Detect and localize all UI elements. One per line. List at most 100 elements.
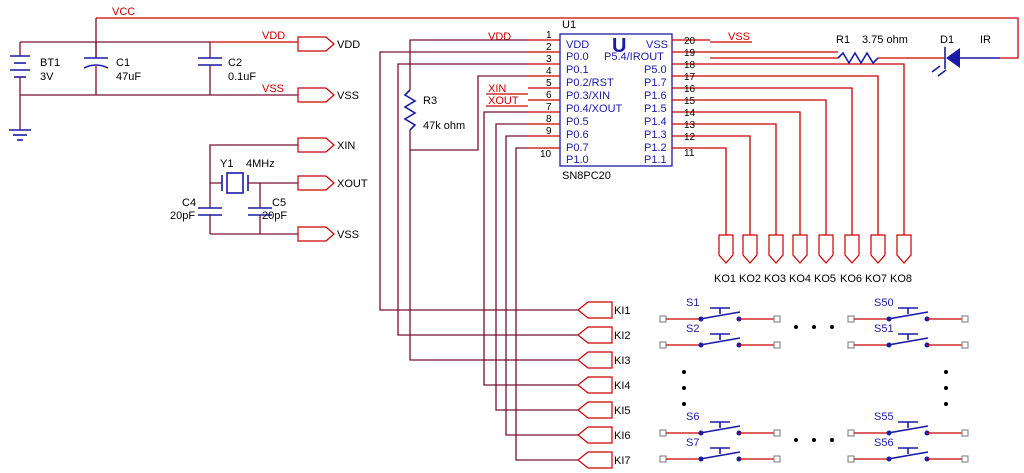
c4-ref: C4 [182, 197, 196, 209]
ir-led-d1 [931, 47, 1000, 77]
s55-label: S55 [874, 411, 894, 423]
pin-1-num: 1 [546, 30, 552, 41]
port-vss [297, 87, 335, 103]
bt1-ref: BT1 [40, 57, 60, 69]
capacitor-c2 [198, 42, 222, 95]
pin-11-num: 11 [684, 148, 695, 159]
pin-14-name: P1.4 [644, 116, 667, 128]
pin-12-name: P1.2 [644, 142, 667, 154]
capacitor-c4 [198, 183, 222, 234]
crystal-y1 [209, 144, 298, 208]
resistor-r3 [403, 75, 528, 151]
port-xout-label: XOUT [337, 178, 368, 190]
capacitor-c5 [248, 207, 272, 234]
bt1-value: 3V [40, 71, 54, 83]
switch-s7 [659, 447, 781, 463]
s1-label: S1 [686, 297, 699, 309]
ki-port-3 [577, 351, 613, 369]
pin-5-name: P0.3/XIN [566, 90, 610, 102]
ic-part: SN8PC20 [562, 170, 611, 182]
pin-14-num: 14 [684, 108, 696, 119]
s6-label: S6 [686, 411, 699, 423]
port-vss-label: VSS [337, 90, 359, 102]
ko-8-label: KO8 [890, 273, 912, 285]
pin-19-num: 19 [684, 48, 696, 59]
ko-port-3 [768, 234, 784, 264]
ki-3-label: KI3 [614, 355, 631, 367]
s2-label: S2 [686, 323, 699, 335]
switch-s51 [847, 333, 969, 349]
d1-ref: D1 [940, 34, 954, 46]
ki-port-7 [577, 451, 613, 469]
pin-10-name: P1.0 [566, 154, 589, 166]
pin-18-name: P5.0 [644, 64, 667, 76]
ki-2-label: KI2 [614, 330, 631, 342]
pin-4-name: P0.2/RST [566, 77, 614, 89]
capacitor-c1 [83, 42, 109, 95]
pin-16-num: 16 [684, 84, 696, 95]
pin-16-name: P1.6 [644, 90, 667, 102]
ko-port-4 [792, 234, 808, 264]
switch-s50 [847, 307, 969, 323]
ki-port-1 [577, 301, 613, 319]
r1-ref: R1 [836, 34, 850, 46]
pin-9-num: 9 [546, 126, 552, 137]
port-xin-label: XIN [337, 140, 355, 152]
pin-5-num: 5 [546, 78, 552, 89]
c5-value: 20pF [262, 210, 287, 222]
y1-value: 4MHz [246, 158, 275, 170]
r3-value: 47k ohm [423, 120, 465, 132]
ellipsis-dots [682, 325, 948, 442]
ki-5-label: KI5 [614, 405, 631, 417]
ki-6-label: KI6 [614, 430, 631, 442]
s56-label: S56 [874, 437, 894, 449]
ki-7-label: KI7 [614, 455, 631, 467]
switch-s1 [659, 307, 781, 323]
s50-label: S50 [874, 297, 894, 309]
pin-10-num: 10 [540, 149, 552, 160]
ic-vdd-net: VDD [488, 31, 511, 43]
pin-13-num: 13 [684, 120, 696, 131]
s51-label: S51 [874, 323, 894, 335]
ko-5-label: KO5 [814, 273, 836, 285]
pin-11-name: P1.1 [644, 154, 667, 166]
port-vss2-label: VSS [337, 229, 359, 241]
pin-20-name: VSS [646, 39, 668, 51]
ko-port-1 [718, 234, 734, 264]
pin-17-num: 17 [684, 72, 696, 83]
pin-15-name: P1.5 [644, 103, 667, 115]
ko-6-label: KO6 [840, 273, 862, 285]
pin-2-name: P0.0 [566, 51, 589, 63]
ko-port-7 [870, 234, 886, 264]
pin-3-num: 3 [546, 54, 552, 65]
ko-7-label: KO7 [865, 273, 887, 285]
ko-wires [710, 63, 905, 235]
net-vss-label: VSS [262, 83, 284, 95]
ko-3-label: KO3 [764, 273, 786, 285]
ic-right-pins [672, 39, 710, 149]
ic-left-pins [528, 39, 560, 149]
pin-1-name: VDD [566, 39, 589, 51]
ic-xin-net: XIN [488, 83, 506, 95]
port-xout [297, 175, 335, 191]
vcc-label: VCC [112, 6, 135, 18]
pin-17-name: P1.7 [644, 77, 667, 89]
pin-8-num: 8 [546, 114, 552, 125]
resistor-r1 [837, 51, 879, 65]
ko-2-label: KO2 [739, 273, 761, 285]
port-vdd-label: VDD [337, 39, 360, 51]
net-vdd-label: VDD [262, 30, 285, 42]
ic-ref: U1 [562, 19, 576, 31]
port-vss-2 [297, 226, 335, 242]
port-vdd [297, 36, 335, 52]
ko-port-6 [844, 234, 860, 264]
y1-ref: Y1 [220, 158, 233, 170]
c4-value: 20pF [170, 210, 195, 222]
switch-s6 [659, 421, 781, 437]
r1-value: 3.75 ohm [862, 34, 908, 46]
pin-15-num: 15 [684, 96, 696, 107]
ki-port-4 [577, 376, 613, 394]
battery-bt1 [9, 41, 210, 141]
ki-1-label: KI1 [614, 305, 631, 317]
